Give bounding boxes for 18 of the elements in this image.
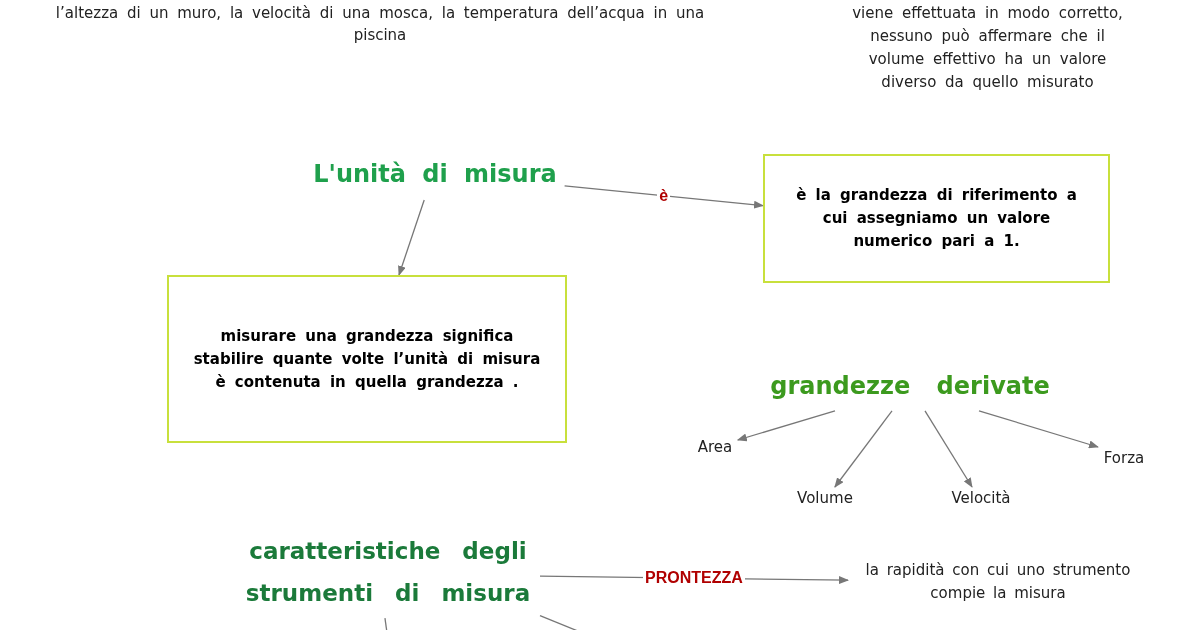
concept-word: Velocità bbox=[936, 487, 1026, 510]
concept-title: caratteristiche degli strumenti di misura bbox=[236, 530, 540, 614]
arrow bbox=[736, 410, 836, 442]
concept-title: L'unità di misura bbox=[300, 156, 570, 192]
arrow bbox=[924, 410, 973, 488]
concept-title: grandezze derivate bbox=[760, 368, 1060, 404]
concept-word: Forza bbox=[1093, 447, 1155, 470]
note-text: viene effettuata in modo corretto, nessuno può affermare che il volume effettivo ha un valore diverso da quello misurato bbox=[851, 3, 1124, 93]
definition-box: misurare una grandezza significa stabilire quante volte l’unità di misura è contenuta in quella grandezza . bbox=[167, 275, 567, 443]
concept-word: Area bbox=[685, 436, 745, 459]
arrow bbox=[978, 410, 1099, 449]
arrow bbox=[398, 199, 425, 276]
arrow bbox=[834, 410, 893, 488]
definition-text: la rapidità con cui uno strumento compie la misura bbox=[848, 559, 1148, 605]
concept-word: Volume bbox=[780, 487, 870, 510]
note-text: l’altezza di un muro, la velocità di una mosca, la temperatura dell’acqua in una piscina bbox=[54, 3, 706, 46]
definition-box: è la grandezza di riferimento a cui assegniamo un valore numerico pari a 1. bbox=[763, 154, 1110, 283]
arrow bbox=[563, 185, 764, 209]
